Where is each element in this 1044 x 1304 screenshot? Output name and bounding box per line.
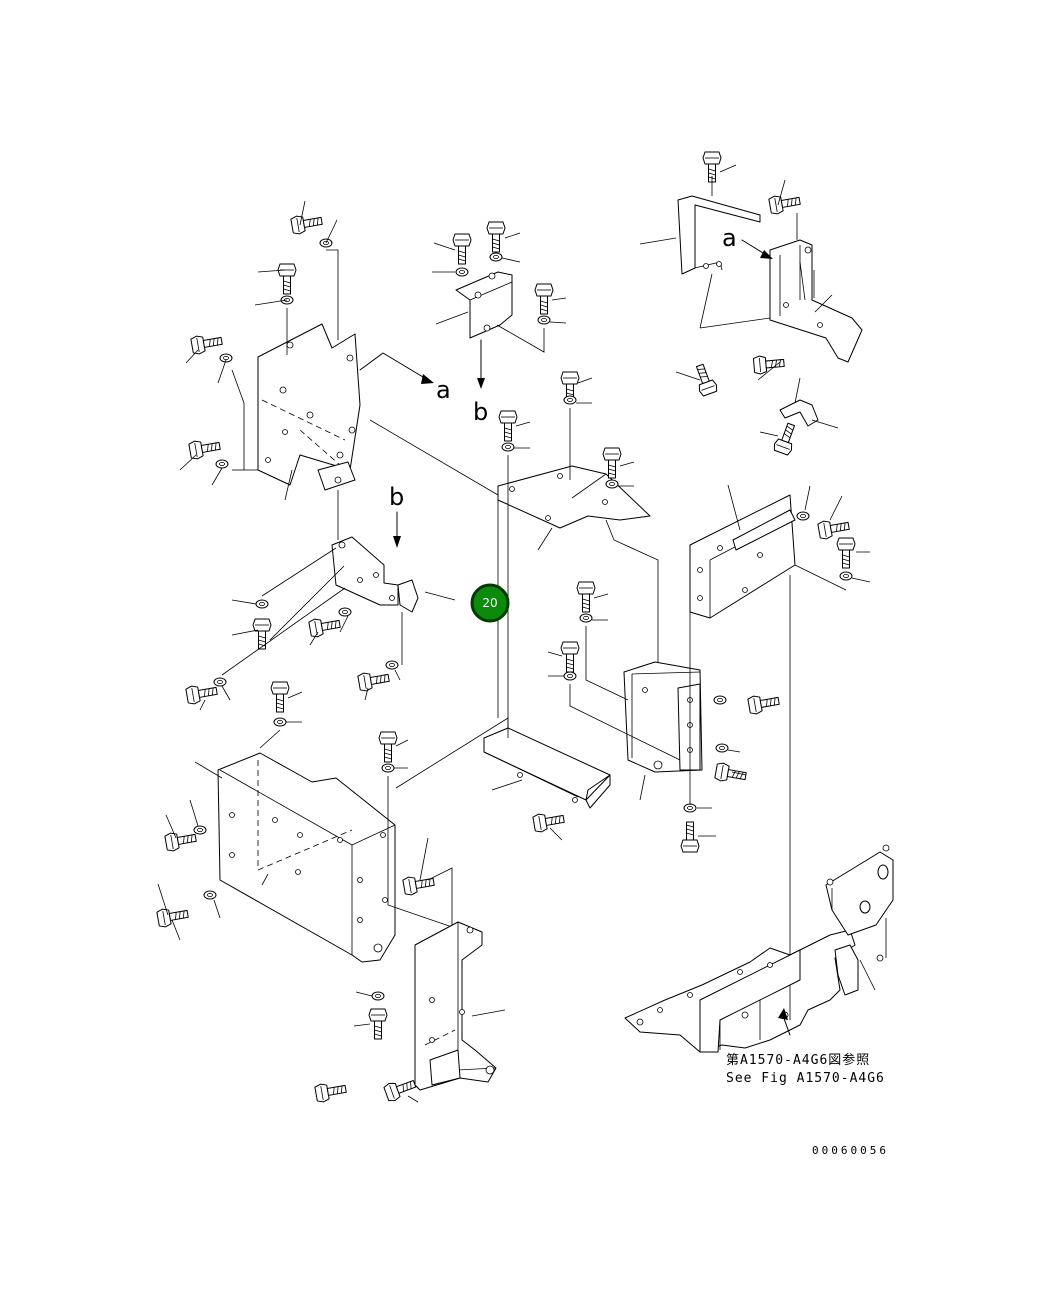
- label-b-top: b: [473, 398, 488, 426]
- reference-note-en: See Fig A1570-A4G6: [726, 1071, 885, 1086]
- upper-left-fasteners: [179, 200, 339, 501]
- left-middle-bracket: b: [185, 483, 456, 711]
- right-middle-brackets: [547, 484, 871, 962]
- main-frame: [624, 844, 894, 1053]
- part-callout-number: 20: [482, 596, 497, 610]
- label-b-middle: b: [389, 483, 404, 511]
- part-callout-20[interactable]: 20: [470, 583, 510, 623]
- reference-note: 第A1570-A4G6図参照 See Fig A1570-A4G6: [726, 1052, 885, 1086]
- label-a-right: a: [722, 224, 737, 252]
- arrow-a-left: a: [359, 352, 451, 404]
- drawing-number: 00060056: [812, 1144, 889, 1157]
- lower-center-bracket: [314, 837, 506, 1104]
- upper-right-brackets: a: [639, 151, 863, 457]
- center-lower-bracket: [395, 717, 611, 841]
- upper-left-bracket: [257, 323, 361, 491]
- center-plate: [369, 371, 659, 740]
- upper-middle-bracket: b: [432, 221, 567, 426]
- reference-note-jp: 第A1570-A4G6図参照: [726, 1052, 870, 1068]
- left-box: [156, 681, 456, 1040]
- label-a-left: a: [436, 376, 451, 404]
